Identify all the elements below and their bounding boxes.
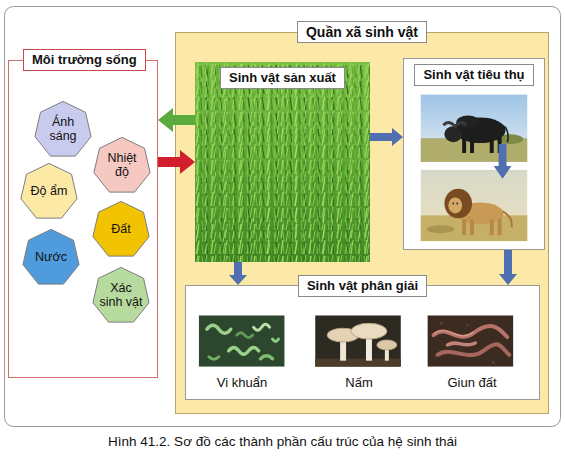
factor-label: Nước [28,250,74,264]
lion-photo-part [462,219,466,235]
heptagon-outline [23,229,79,284]
outer-frame [5,7,561,427]
label-slot: Vi khuẩn [182,373,302,391]
lion-photo-part [498,218,502,235]
mushroom-photo-part [315,315,401,366]
earthworm-photo-part [428,315,514,366]
grass-ground [195,62,370,262]
flow-arrow [499,250,517,285]
flow-arrow [229,262,247,285]
mushroom-photo-part [351,323,387,339]
mushroom-photo-part [377,340,397,350]
panel-heading: Quần xã sinh vật [297,21,427,43]
figure-caption: Hình 41.2. Sơ đồ các thành phần cấu trúc… [108,434,457,449]
earthworm-photo-part [440,322,443,325]
factor-heptagon: Độ ẩm [19,161,79,221]
grass-illustration [195,62,370,262]
buffalo-photo-part [444,126,462,142]
organism-label: Giun đất [447,375,496,390]
organism-label: Vi khuẩn [217,375,267,390]
bacteria-photo-part-part [209,357,219,359]
consumer-illustration [404,59,544,249]
heptagon-outline [93,267,149,322]
label-slot: Nấm [299,373,419,391]
buffalo-photo-part [505,126,509,142]
label-slot: Giun đất [412,373,532,391]
bacteria-photo-part-part [229,347,259,354]
bacteria-photo-part-part [207,325,231,333]
lion-photo-part [421,170,527,241]
heptagon-outline [94,137,150,192]
bacteria-photo-part-part [261,356,273,359]
producer-panel: Sinh vật sản xuất [195,62,370,262]
factor-label: Đất [98,222,144,236]
environment-panel: Môi trường sốngÁnh sángNhiệt độĐộ ẩmĐấtN… [8,60,158,378]
lion-photo [421,170,527,241]
caption-slot: Hình 41.2. Sơ đồ các thành phần cấu trúc… [0,432,565,450]
buffalo-photo-part [443,123,466,127]
lion-photo-part [448,198,462,214]
factor-heptagon: Ánh sáng [33,99,93,159]
food-chain-arrow [494,144,512,179]
heptagon-outline [21,163,77,218]
buffalo-photo-part [490,139,494,153]
buffalo-photo-part [462,138,466,153]
panel-heading: Sinh vật sản xuất [220,67,345,89]
earthworm-photo-part-part [448,343,476,345]
bacteria-photo-part-part [273,339,279,341]
factor-heptagon: Nước [21,227,81,287]
lion-photo-part [490,219,494,235]
heptagon-outline [93,201,149,256]
factor-heptagon: Xác sinh vật [91,265,151,325]
buffalo-photo-part [421,95,527,162]
lion-photo-part [452,202,454,204]
lion-photo-part [444,189,472,219]
earthworm-photo-part-part [434,331,474,336]
buffalo-photo-part [470,139,474,153]
lion-photo-part [470,219,474,235]
panel-heading: Môi trường sống [23,49,146,71]
grass-blades [195,62,370,262]
earthworm-photo [428,315,514,366]
earthworm-photo-part [492,361,495,364]
earthworm-photo-part [434,326,510,355]
heptagon-outline [35,101,91,156]
mushroom-photo [315,315,401,366]
lion-photo-part [427,225,455,233]
community-ground [176,33,549,414]
bacteria-photo [199,315,285,366]
factor-heptagon: Đất [91,199,151,259]
consumer-panel: Sinh vật tiêu thụ [403,58,545,250]
factor-label: Độ ẩm [26,184,72,198]
lion-photo-part [456,202,458,204]
organism-label: Nấm [345,375,372,390]
bacteria-photo-part-part [254,324,270,330]
factor-label: Ánh sáng [40,115,86,144]
bacteria-photo-part-part [237,333,253,338]
flow-arrow [158,108,195,132]
flow-arrow [158,150,195,174]
panel-heading: Sinh vật tiêu thụ [414,64,533,86]
bacteria-photo-part [199,315,285,366]
factor-label: Nhiệt độ [99,151,145,180]
lion-photo-part [503,211,512,227]
panel-heading: Sinh vật phân giải [298,275,427,297]
factor-label: Xác sinh vật [98,281,144,310]
buffalo-photo [421,95,527,162]
grass-blades [195,62,370,262]
flow-arrow [370,128,403,146]
decomposer-panel: Sinh vật phân giải [185,285,540,400]
earthworm-photo-part-part [434,326,508,337]
earthworm-photo-part [466,324,468,326]
factor-heptagon: Nhiệt độ [92,135,152,195]
bacteria-photo-part [207,324,279,359]
community-panel: Quần xã sinh vậtSinh vật sản xuất Sinh v… [175,32,549,414]
